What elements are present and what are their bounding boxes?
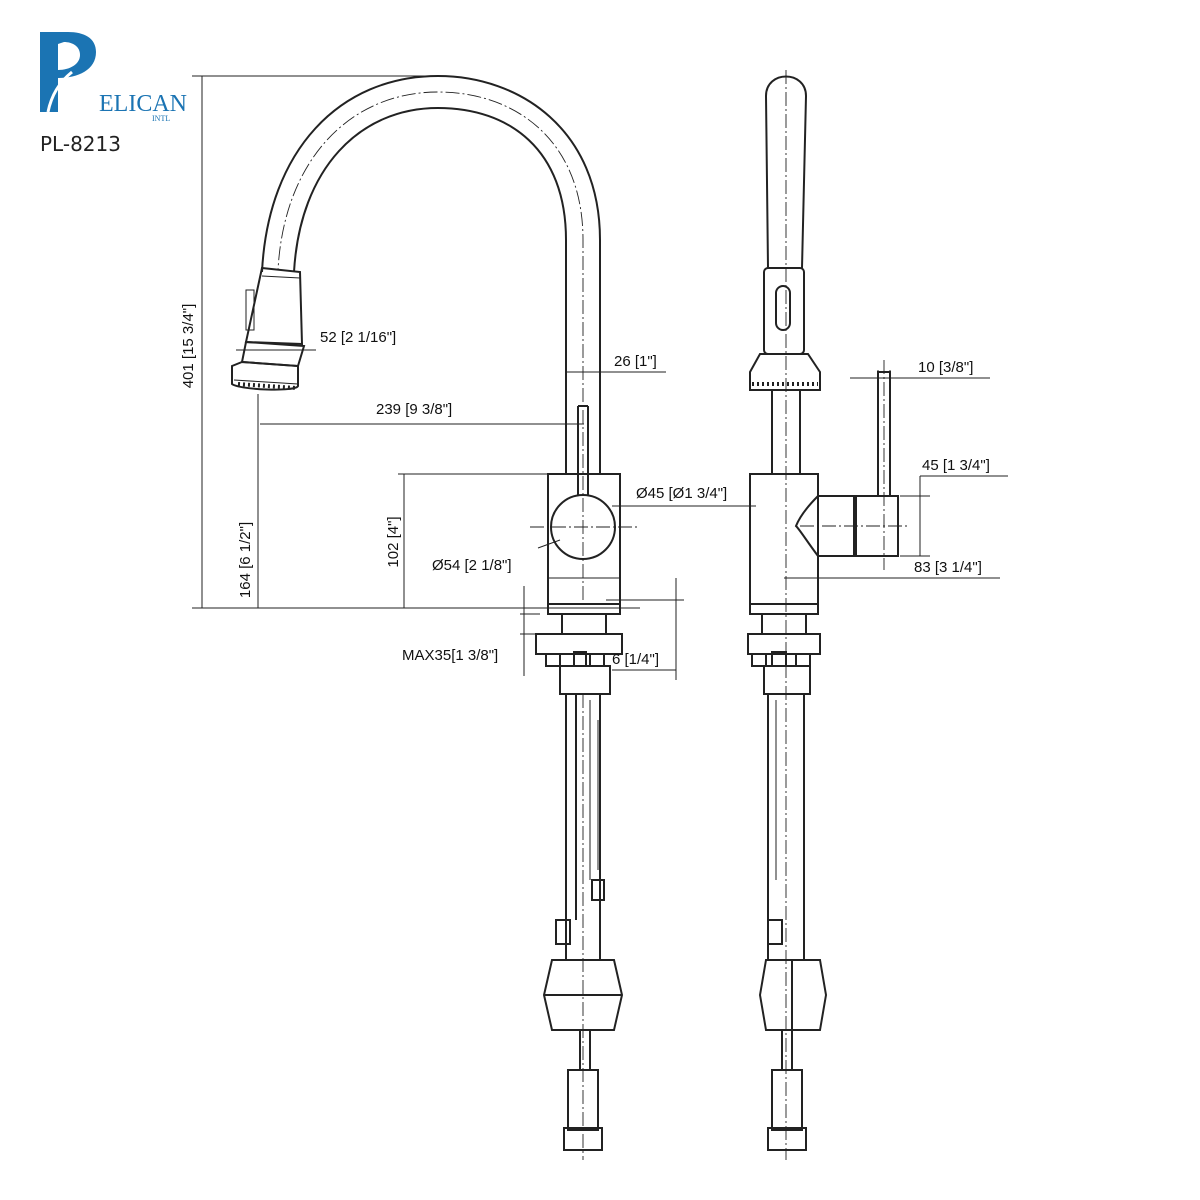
logo-wordmark: ELICAN xyxy=(99,91,187,117)
side-dimensions xyxy=(192,75,756,680)
dim-max-deck: MAX35[1 3/8"] xyxy=(402,647,498,664)
model-number: PL-8213 xyxy=(40,132,121,156)
front-hose-weight xyxy=(758,959,828,1031)
dim-spout-dia: 26 [1"] xyxy=(614,353,657,370)
dim-lever-width: 10 [3/8"] xyxy=(918,359,973,376)
front-body xyxy=(749,473,819,605)
dim-lever-height: 45 [1 3/4"] xyxy=(922,457,990,474)
dim-body-dia: Ø54 [2 1/8"] xyxy=(432,557,512,574)
pelican-logo-icon xyxy=(40,32,96,113)
dim-overall-height: 401 [15 3/4"] xyxy=(180,304,197,389)
dim-lever-reach: 83 [3 1/4"] xyxy=(914,559,982,576)
logo-sub: INTL xyxy=(152,114,170,123)
dim-body-height: 102 [4"] xyxy=(385,516,402,567)
front-dimensions xyxy=(784,370,1008,579)
sprayer-head xyxy=(231,266,306,391)
dim-sprayer-width: 52 [2 1/16"] xyxy=(320,329,396,346)
dim-reach: 239 [9 3/8"] xyxy=(376,401,452,418)
dim-spout-height: 164 [6 1/2"] xyxy=(237,522,254,598)
side-view xyxy=(192,74,756,1160)
dim-gasket: 6 [1/4"] xyxy=(612,651,659,668)
front-sprayer xyxy=(763,267,805,355)
faucet-body xyxy=(530,405,640,615)
dim-handle-dia: Ø45 [Ø1 3/4"] xyxy=(636,485,727,502)
spout-inner xyxy=(293,106,567,466)
mounting-hardware xyxy=(535,613,624,1160)
front-view xyxy=(747,70,1008,1160)
brand-block: ELICAN INTL PL-8213 xyxy=(40,32,187,156)
